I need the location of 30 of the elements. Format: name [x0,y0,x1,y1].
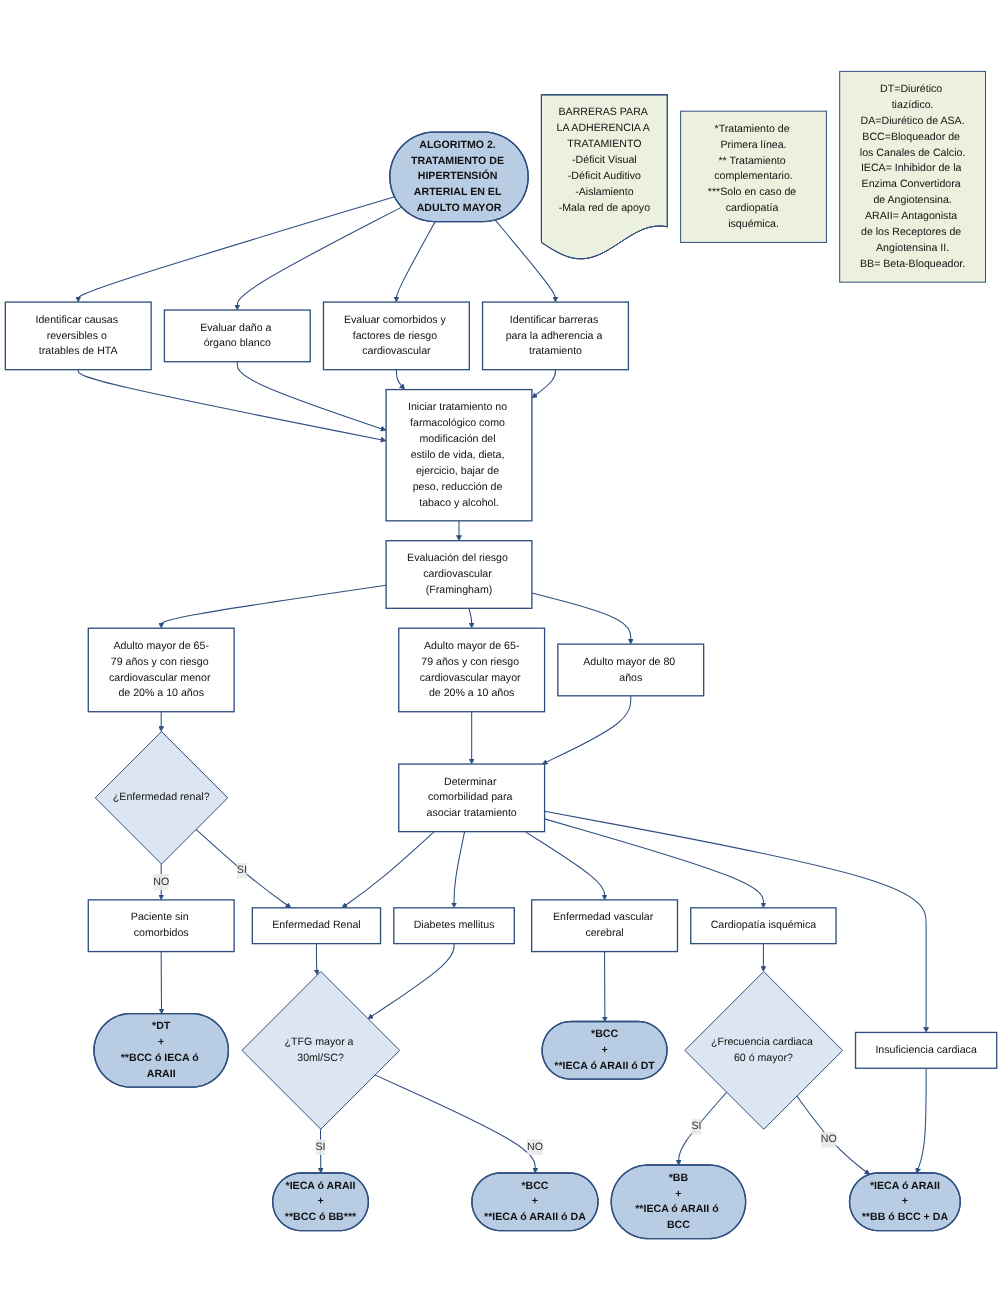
arrow [531,592,634,645]
arrow [456,520,462,541]
arrow [341,831,435,909]
arrow [395,369,405,390]
arrow [468,607,475,629]
arrow [760,943,767,972]
arrow [544,818,767,909]
arrow [524,831,608,901]
arrow [195,828,292,909]
arrow [675,1091,728,1166]
arrow [494,219,559,303]
arrow [158,711,165,732]
arrow [75,196,396,303]
arrow [542,695,632,765]
arrow [393,221,436,303]
arrow [158,584,387,629]
arrow [374,1074,539,1174]
arrow [234,206,403,311]
arrow [236,361,387,432]
arrow [451,831,466,909]
arrow [544,810,930,1033]
arrow [158,951,165,1015]
arrow [468,711,475,765]
arrow [601,951,608,1023]
arrow [915,1067,927,1174]
arrow [367,943,455,1020]
arrow [531,369,556,399]
arrow [796,1095,871,1175]
arrow [313,943,320,976]
arrow [77,369,387,443]
